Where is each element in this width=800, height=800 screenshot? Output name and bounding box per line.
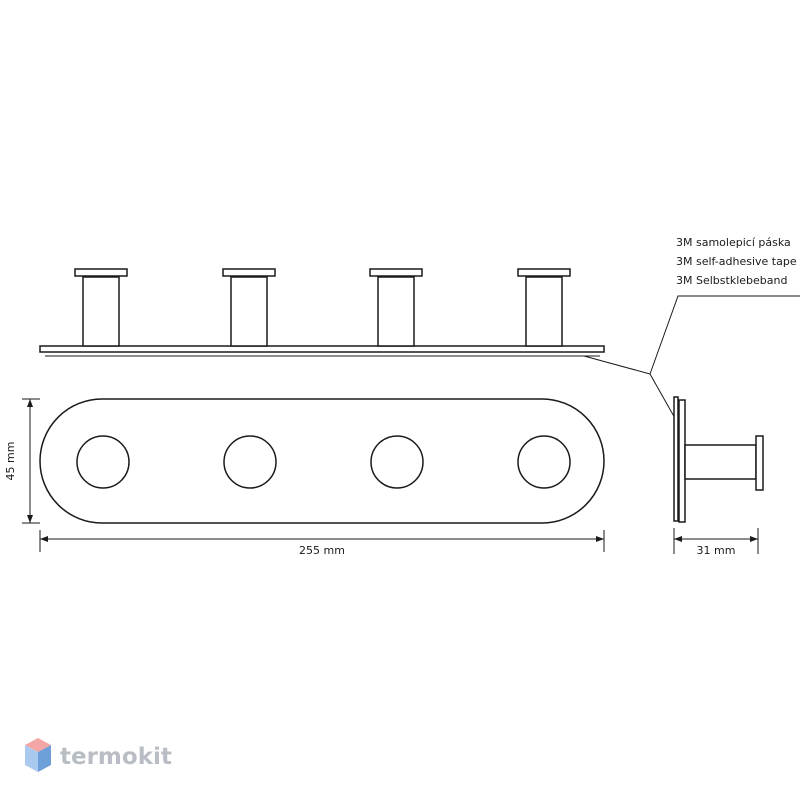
top-view	[39, 268, 605, 357]
tape-callout: 3M samolepicí páska 3M self-adhesive tap…	[583, 236, 800, 421]
leader-line-up	[649, 295, 800, 375]
height-dimension-label: 45 mm	[4, 442, 17, 481]
tape-label-cz: 3M samolepicí páska	[676, 236, 791, 249]
base-plate-top-view	[39, 345, 605, 353]
base-plate-side	[678, 399, 686, 523]
width-dimension: 255 mm	[39, 530, 605, 557]
width-dimension-label: 255 mm	[299, 544, 345, 557]
leader-line-to-side	[649, 373, 677, 421]
height-dimension: 45 mm	[4, 398, 40, 524]
tape-label-en: 3M self-adhesive tape	[676, 255, 797, 268]
hook-head-4	[517, 435, 571, 489]
brand-logo: termokit	[25, 738, 172, 772]
depth-dimension: 31 mm	[673, 528, 759, 557]
hook-4-top-view	[517, 268, 571, 347]
hook-2-top-view	[222, 268, 276, 347]
tape-layer-side	[673, 396, 679, 522]
brand-name: termokit	[60, 744, 172, 770]
hook-head-1	[76, 435, 130, 489]
side-view	[673, 396, 764, 523]
hook-3-top-view	[369, 268, 423, 347]
hook-head-side	[755, 435, 764, 491]
hook-head-2	[223, 435, 277, 489]
leader-line-to-rail	[583, 355, 651, 375]
hook-shaft-side	[684, 444, 757, 480]
hook-head-3	[370, 435, 424, 489]
cube-icon	[25, 738, 51, 772]
front-view	[39, 398, 605, 524]
tape-label-de: 3M Selbstklebeband	[676, 274, 787, 287]
depth-dimension-label: 31 mm	[697, 544, 736, 557]
oval-base-plate	[39, 398, 605, 524]
hook-1-top-view	[74, 268, 128, 347]
